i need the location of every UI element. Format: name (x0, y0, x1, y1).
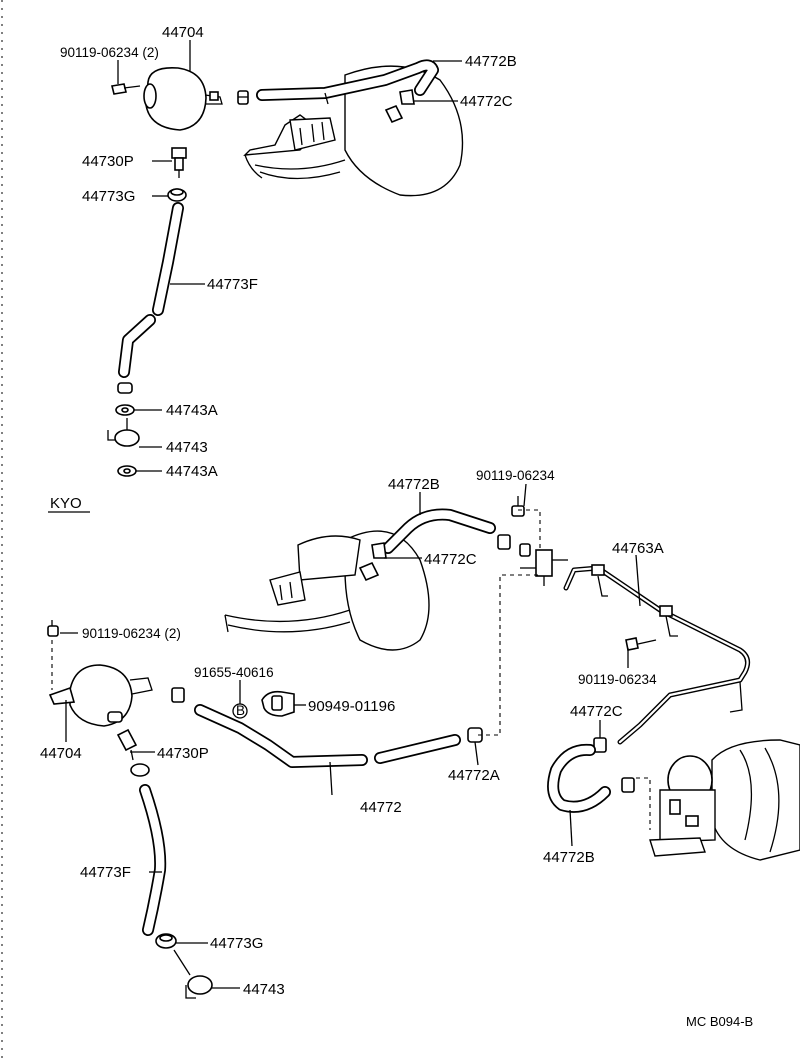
label-90119-mid: 90119-06234 (476, 468, 555, 483)
label-90119-left: 90119-06234 (2) (82, 626, 181, 641)
hose-44772 (194, 704, 461, 768)
dashed-connectors (51, 509, 651, 830)
hose-44772B-bottom (547, 743, 611, 813)
label-44773F-bottom: 44773F (80, 864, 131, 881)
label-circle-b: B (236, 703, 245, 718)
clamp-44773G-bottom (155, 933, 177, 949)
leader-lines-top (117, 40, 462, 472)
label-44772B-bottom: 44772B (543, 849, 595, 866)
clamp-tank-right (171, 687, 185, 703)
label-44772C-top: 44772C (460, 93, 513, 110)
bolt-right (625, 637, 657, 651)
vacuum-tank-bottom (48, 664, 153, 727)
brake-booster-mid (224, 530, 430, 651)
brake-booster-right (649, 739, 800, 861)
label-44772: 44772 (360, 799, 402, 816)
clamp-top-a (237, 90, 249, 105)
clamp-mid-connector (497, 534, 531, 557)
hose-44773F-bottom (139, 784, 167, 936)
clamp-44773G-top (167, 188, 187, 202)
hose-44772B-mid (382, 508, 496, 554)
label-44743-top: 44743 (166, 439, 208, 456)
label-44772A: 44772A (448, 767, 500, 784)
hose-44772B-top (256, 59, 439, 105)
label-44772C-right: 44772C (570, 703, 623, 720)
hose-44773F-top (118, 202, 184, 378)
leader-lines-bottom (60, 483, 641, 989)
bolt-left (47, 620, 59, 637)
union-44743-bottom (173, 949, 213, 999)
label-44773F-top: 44773F (207, 276, 258, 293)
label-kyo: KYO (50, 495, 82, 512)
label-44772B-top: 44772B (465, 53, 517, 70)
label-44743-bottom: 44743 (243, 981, 285, 998)
label-44772C-mid: 44772C (424, 551, 477, 568)
label-44763A: 44763A (612, 540, 664, 557)
pipe-44763A (563, 564, 751, 745)
vacuum-tank-top (143, 66, 223, 131)
check-valve-44730P-bottom (116, 728, 138, 761)
washer-44743A-2 (117, 465, 137, 477)
grommet-90949 (261, 690, 295, 717)
clamp-bottom-top-assembly (117, 382, 133, 394)
label-90119-top: 90119-06234 (2) (60, 45, 159, 60)
label-44743A-2: 44743A (166, 463, 218, 480)
label-91655: 91655-40616 (194, 665, 274, 680)
label-90119-right: 90119-06234 (578, 672, 657, 687)
clamp-44772C-top (384, 89, 415, 124)
union-44743-top (107, 418, 140, 447)
clamp-44772C-right (593, 737, 635, 793)
label-44730P-bottom: 44730P (157, 745, 209, 762)
bolt-mid (511, 496, 525, 517)
bolt-top (111, 83, 141, 95)
label-44743A-1: 44743A (166, 402, 218, 419)
check-valve-44730P-top (171, 147, 187, 178)
label-44704-top: 44704 (162, 24, 204, 41)
label-44772B-mid: 44772B (388, 476, 440, 493)
label-44773G-top: 44773G (82, 188, 135, 205)
clamp-44772C-mid (358, 542, 387, 582)
three-way-connector (520, 549, 568, 586)
clamp-44730P-bottom (130, 763, 150, 777)
label-90949: 90949-01196 (308, 698, 395, 715)
label-44704-bottom: 44704 (40, 745, 82, 762)
brake-booster-top (243, 65, 464, 197)
washer-44743A-1 (115, 404, 135, 416)
label-44773G-bottom: 44773G (210, 935, 263, 952)
diagram-code: MC B094-B (686, 1014, 753, 1029)
label-44730P-top: 44730P (82, 153, 134, 170)
